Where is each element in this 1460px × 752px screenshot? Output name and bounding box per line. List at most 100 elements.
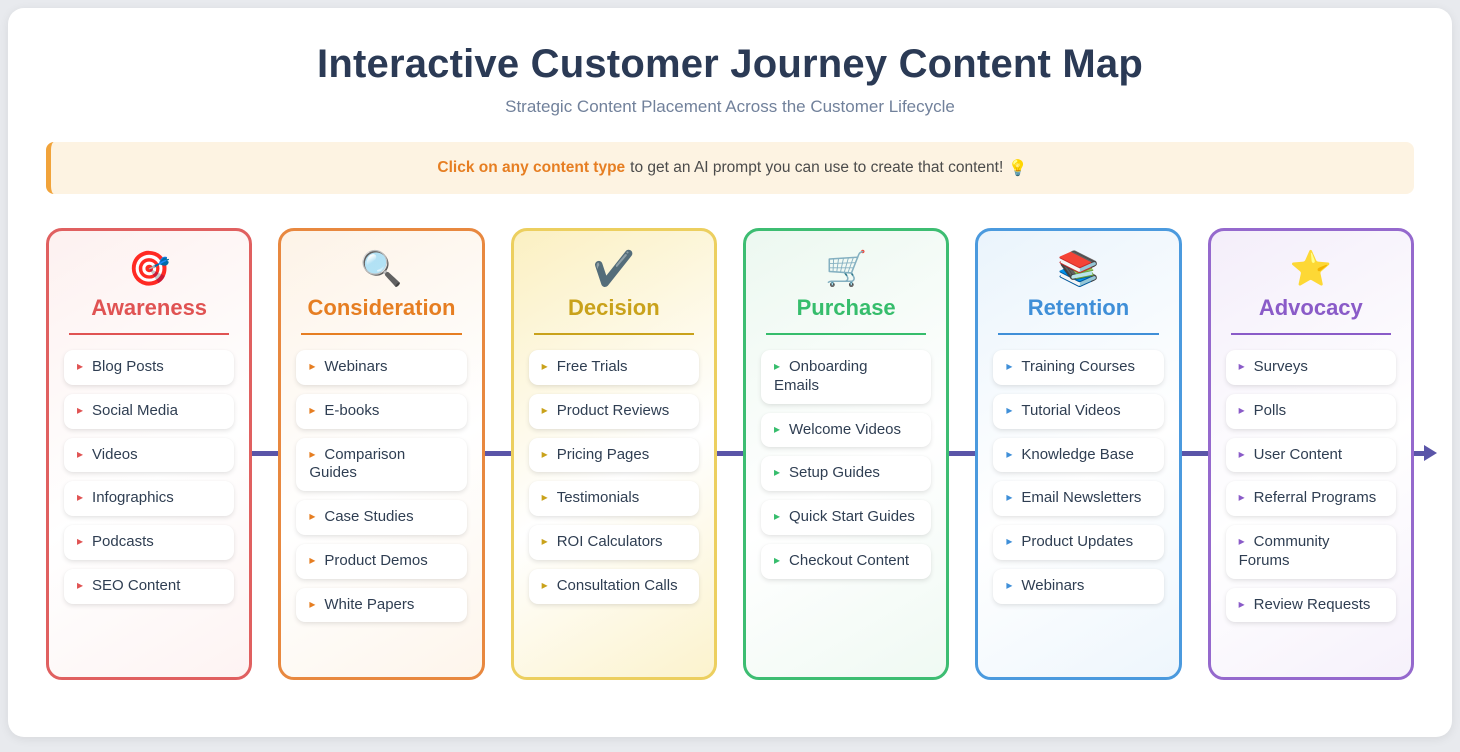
content-item[interactable]: ▸Onboarding Emails bbox=[760, 350, 932, 404]
item-label: Checkout Content bbox=[789, 551, 910, 569]
item-arrow-icon: ▸ bbox=[309, 596, 316, 611]
journey-flow-arrow bbox=[48, 445, 1437, 461]
content-item[interactable]: ▸Podcasts bbox=[64, 525, 235, 560]
content-item[interactable]: ▸Comparison Guides bbox=[296, 437, 467, 491]
content-item[interactable]: ▸Product Reviews bbox=[528, 393, 699, 429]
item-arrow-icon: ▸ bbox=[1238, 359, 1245, 373]
star-icon: ⭐ bbox=[1289, 250, 1332, 288]
stage-item-list: ▸Training Courses▸Tutorial Videos▸Knowle… bbox=[993, 350, 1164, 604]
stage-item-list: ▸Surveys▸Polls▸User Content▸Referral Pro… bbox=[1225, 350, 1396, 623]
item-label: Email Newsletters bbox=[1021, 489, 1142, 507]
item-arrow-icon: ▸ bbox=[541, 446, 548, 461]
banner-text: to get an AI prompt you can use to creat… bbox=[630, 159, 1004, 176]
item-label: ROI Calculators bbox=[556, 533, 663, 550]
stage-column-purchase: 🛒 Purchase ▸Onboarding Emails▸Welcome Vi… bbox=[742, 228, 950, 680]
books-icon: 📚 bbox=[1057, 250, 1100, 288]
item-arrow-icon: ▸ bbox=[1006, 359, 1013, 373]
content-item[interactable]: ▸Webinars bbox=[296, 350, 467, 385]
item-arrow-icon: ▸ bbox=[77, 490, 84, 505]
content-item[interactable]: ▸Email Newsletters bbox=[993, 481, 1164, 516]
item-label: Free Trials bbox=[556, 358, 628, 375]
content-item[interactable]: ▸ Quick Start Guides bbox=[760, 500, 932, 535]
item-label: SEO Content bbox=[92, 576, 181, 594]
content-item[interactable]: ▸Review Requests bbox=[1225, 587, 1396, 623]
item-label: Knowledge Base bbox=[1021, 445, 1134, 463]
item-label: Referral Programs bbox=[1253, 489, 1377, 507]
content-item[interactable]: ▸ E-books bbox=[296, 393, 467, 429]
stage-column-advocacy: ⭐ Advocacy ▸Surveys▸Polls▸User Content▸R… bbox=[1207, 228, 1414, 680]
content-item[interactable]: ▸ Social Media bbox=[64, 393, 235, 429]
item-arrow-icon: ▸ bbox=[309, 509, 316, 523]
target-icon: 🎯 bbox=[127, 250, 171, 288]
content-item[interactable]: ▸Consultation Calls bbox=[528, 568, 699, 604]
item-label: Podcasts bbox=[92, 533, 154, 550]
content-item[interactable]: ▸Checkout Content bbox=[760, 543, 932, 579]
content-item[interactable]: ▸Webinars bbox=[993, 568, 1164, 604]
item-label: Product Reviews bbox=[556, 401, 670, 419]
item-label: Social Media bbox=[92, 401, 178, 419]
stage-item-list: ▸Onboarding Emails▸Welcome Videos▸Setup … bbox=[760, 350, 932, 579]
stage-title-purchase: Purchase bbox=[765, 295, 927, 335]
content-item[interactable]: ▸Videos bbox=[64, 437, 235, 473]
lightbulb-icon: 💡 bbox=[1008, 159, 1028, 177]
magnifying-glass-icon: 🔍 bbox=[360, 250, 403, 288]
item-label: Setup Guides bbox=[789, 464, 880, 482]
content-item[interactable]: ▸ Product Demos bbox=[296, 543, 467, 579]
stage-item-list: ▸Webinars▸E-books▸Comparison Guides▸Case… bbox=[296, 350, 467, 623]
content-item[interactable]: ▸ Blog Posts bbox=[64, 350, 235, 385]
item-arrow-icon: ▸ bbox=[77, 402, 84, 417]
content-item[interactable]: ▸ Product Updates bbox=[993, 525, 1164, 560]
item-label: Comparison Guides bbox=[309, 445, 406, 482]
content-item[interactable]: ▸Training Courses bbox=[993, 350, 1164, 385]
content-item[interactable]: ▸Setup Guides bbox=[760, 456, 932, 491]
item-arrow-icon: ▸ bbox=[541, 577, 548, 592]
item-arrow-icon: ▸ bbox=[1238, 402, 1245, 417]
item-label: Videos bbox=[92, 445, 138, 463]
item-label: White Papers bbox=[324, 595, 415, 613]
item-arrow-icon: ▸ bbox=[1238, 534, 1245, 548]
item-arrow-icon: ▸ bbox=[773, 359, 781, 373]
content-item[interactable]: ▸User Content bbox=[1225, 437, 1396, 473]
item-arrow-icon: ▸ bbox=[77, 359, 84, 373]
journey-map: 🎯 Awareness ▸Blog Posts▸Social Media▸Vid… bbox=[46, 228, 1437, 688]
stage-item-list: ▸Blog Posts▸Social Media▸Videos▸Infograp… bbox=[64, 350, 235, 604]
item-label: Quick Start Guides bbox=[789, 508, 915, 525]
shopping-cart-icon: 🛒 bbox=[824, 250, 868, 288]
item-arrow-icon: ▸ bbox=[773, 421, 781, 436]
stage-item-list: ▸Free Trials▸Product Reviews▸Pricing Pag… bbox=[528, 350, 699, 604]
item-arrow-icon: ▸ bbox=[1006, 446, 1013, 461]
content-item[interactable]: ▸Free Trials bbox=[528, 350, 699, 385]
stage-column-decision: ✔️ Decision ▸Free Trials▸Product Reviews… bbox=[510, 228, 717, 680]
item-label: Product Demos bbox=[324, 551, 428, 569]
item-label: Onboarding Emails bbox=[773, 358, 868, 394]
item-label: Product Updates bbox=[1021, 533, 1134, 550]
content-item[interactable]: ▸ROI Calculators bbox=[528, 525, 699, 560]
item-label: Blog Posts bbox=[92, 358, 164, 375]
item-arrow-icon: ▸ bbox=[1006, 534, 1013, 548]
item-label: Welcome Videos bbox=[789, 420, 902, 438]
content-item[interactable]: ▸Case Studies bbox=[296, 500, 467, 535]
content-item[interactable]: ▸Tutorial Videos bbox=[993, 393, 1164, 429]
content-item[interactable]: ▸ Pricing Pages bbox=[528, 437, 699, 473]
item-label: E-books bbox=[324, 401, 380, 419]
item-label: Polls bbox=[1253, 401, 1287, 419]
content-item[interactable]: ▸Testimonials bbox=[528, 481, 699, 516]
content-item[interactable]: ▸Referral Programs bbox=[1225, 481, 1396, 516]
content-item[interactable]: ▸ Welcome Videos bbox=[760, 412, 932, 448]
content-item[interactable]: ▸Infographics bbox=[64, 481, 235, 516]
content-item[interactable]: ▸ SEO Content bbox=[64, 568, 235, 604]
stage-column-awareness: 🎯 Awareness ▸Blog Posts▸Social Media▸Vid… bbox=[46, 228, 253, 680]
item-arrow-icon: ▸ bbox=[309, 402, 316, 417]
content-item[interactable]: ▸Community Forums bbox=[1225, 525, 1396, 579]
item-arrow-icon: ▸ bbox=[773, 509, 781, 523]
item-label: Pricing Pages bbox=[556, 445, 650, 463]
item-label: Tutorial Videos bbox=[1021, 401, 1121, 419]
item-label: Community Forums bbox=[1238, 533, 1330, 569]
item-arrow-icon: ▸ bbox=[77, 577, 84, 592]
content-item[interactable]: ▸ Polls bbox=[1225, 393, 1396, 429]
content-item[interactable]: ▸Surveys bbox=[1225, 350, 1396, 385]
content-item[interactable]: ▸ Knowledge Base bbox=[993, 437, 1164, 473]
content-item[interactable]: ▸ White Papers bbox=[296, 587, 467, 623]
item-arrow-icon: ▸ bbox=[1238, 446, 1245, 461]
item-arrow-icon: ▸ bbox=[309, 552, 316, 567]
